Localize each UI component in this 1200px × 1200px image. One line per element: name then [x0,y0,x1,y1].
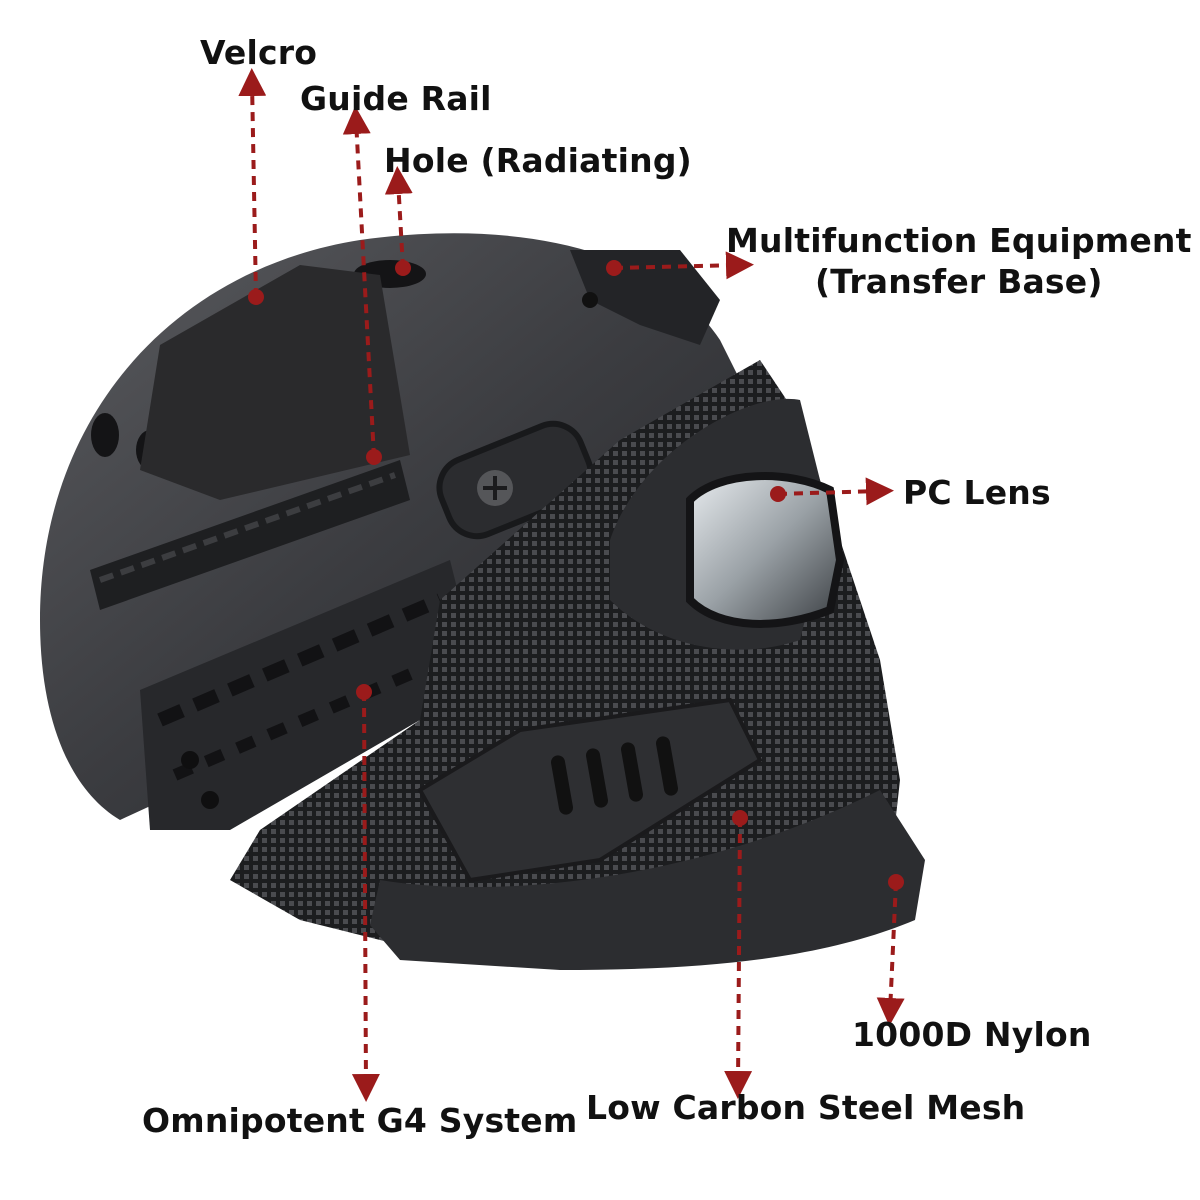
multifunction-label: Multifunction Equipment (Transfer Base) [726,220,1192,303]
multifunction-arrow [613,251,754,280]
goggle-lens [686,472,845,628]
mesh-arrow [724,817,753,1099]
g4-arrow [351,691,380,1102]
g4-rail-system [140,560,470,830]
guide-rail-label: Guide Rail [300,79,492,118]
annotation-dots [248,260,904,890]
annotation-arrows [238,68,905,1102]
pc-lens-label: PC Lens [903,473,1051,512]
nylon-label: 1000D Nylon [852,1015,1092,1054]
multifunction-label-line2: (Transfer Base) [814,262,1103,302]
g4-system-label: Omnipotent G4 System [142,1101,578,1140]
nylon-arrow [876,881,905,1026]
multifunction-label-line1: Multifunction Equipment [726,221,1192,260]
velcro-label: Velcro [200,33,318,72]
hole-label: Hole (Radiating) [384,141,692,180]
steel-mesh-label: Low Carbon Steel Mesh [586,1088,1026,1127]
guide-rail-arrow [342,106,376,458]
guide-rail [90,460,410,610]
velcro-arrow [238,68,267,298]
pc-lens-arrow [777,477,894,506]
